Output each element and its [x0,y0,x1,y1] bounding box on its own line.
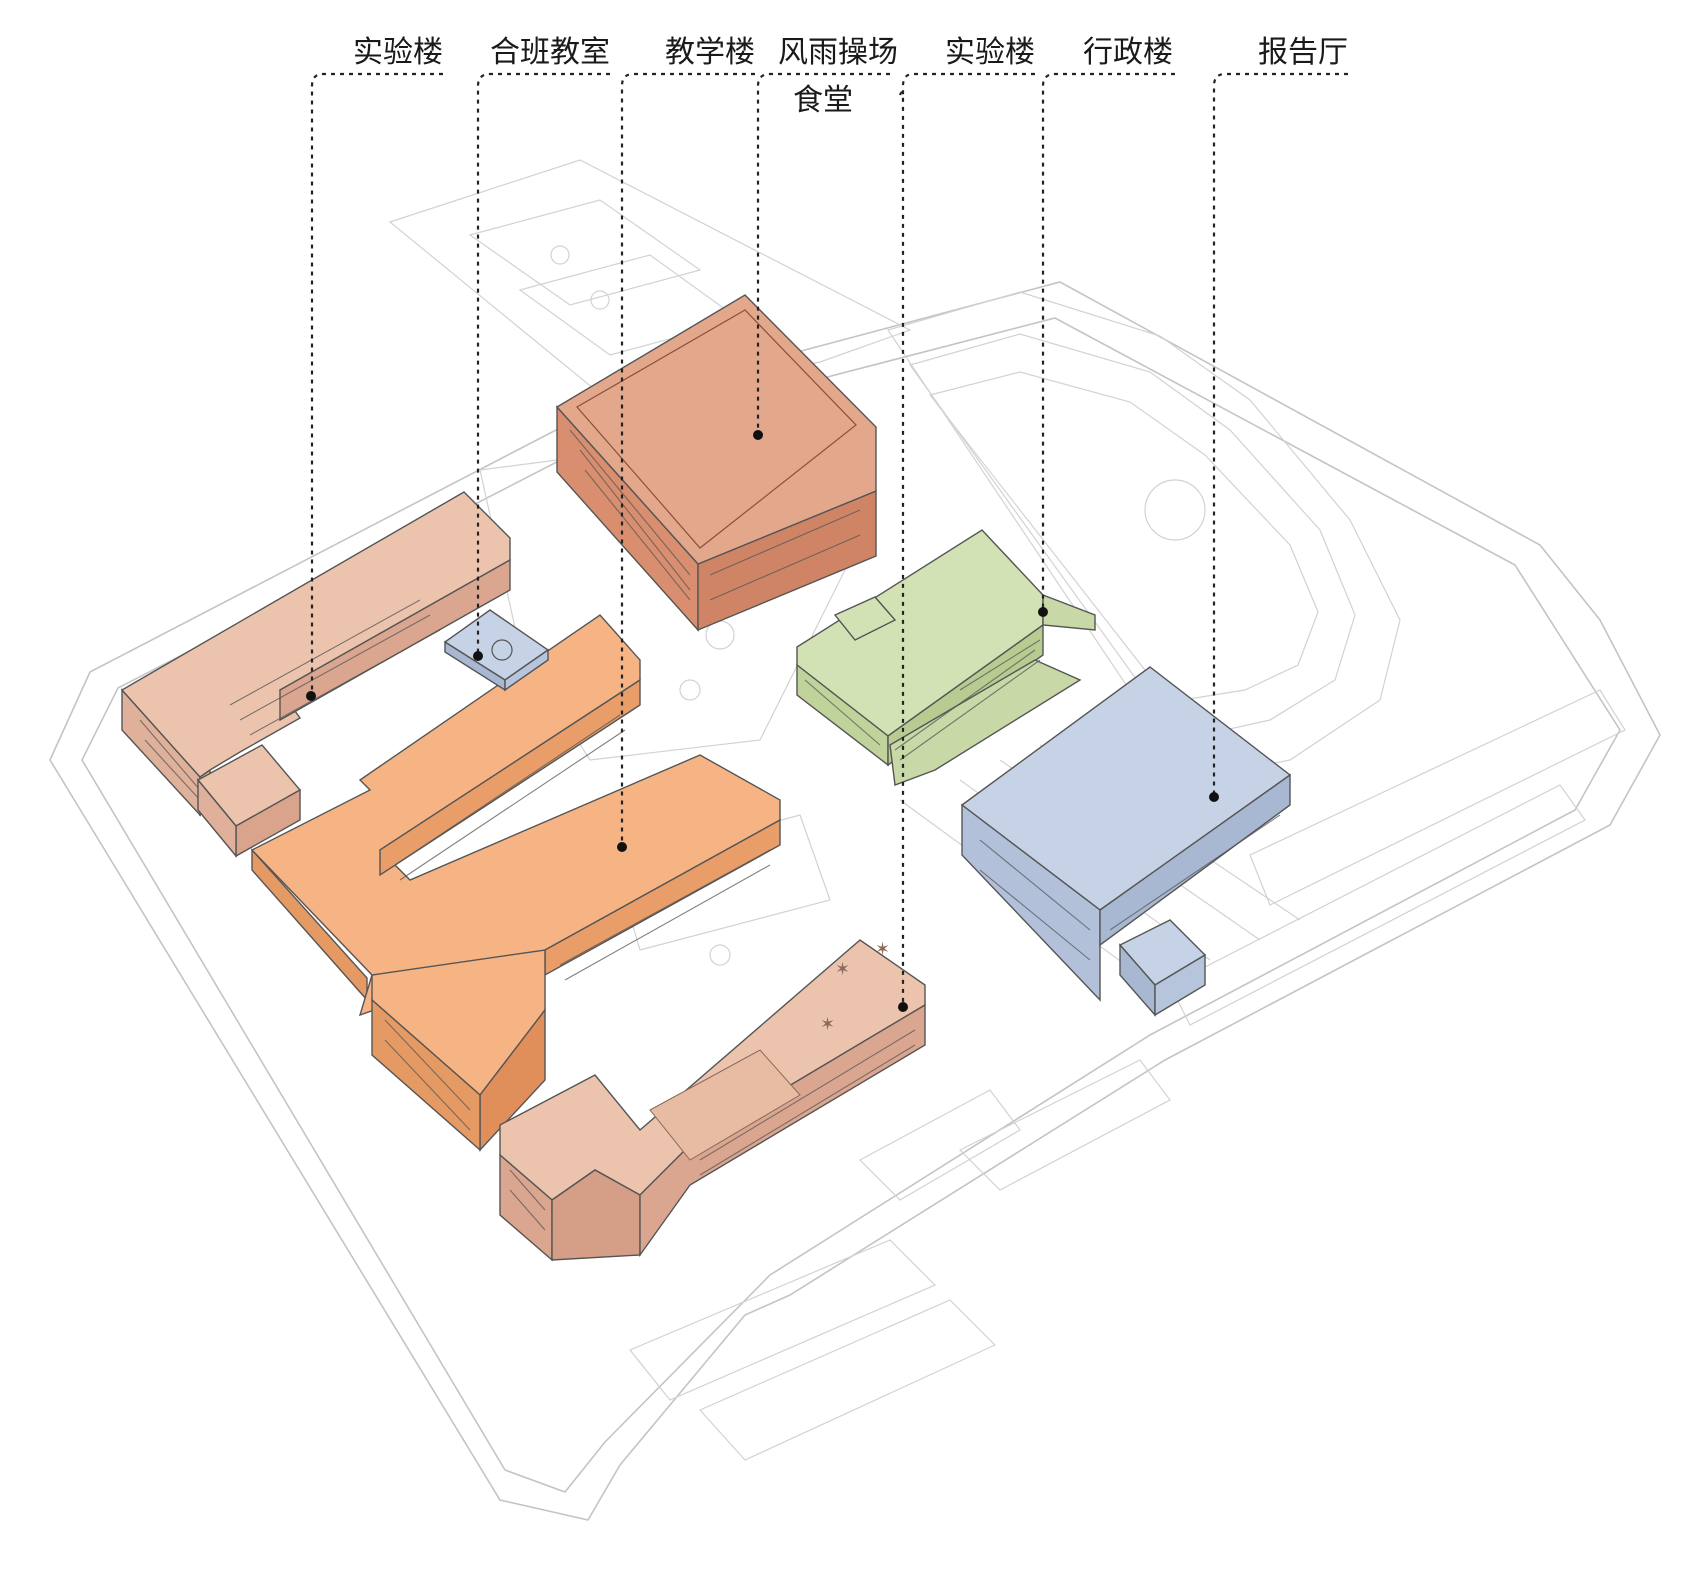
svg-text:✶: ✶ [835,959,850,980]
label-teaching: 教学楼 [665,35,755,70]
leader-dots [306,430,1219,1012]
label-auditorium: 报告厅 [1258,35,1348,70]
label-combined-classroom: 合班教室 [490,35,610,70]
dot-canteen [753,430,763,440]
teaching-building [250,614,781,1152]
labels: 实验楼 合班教室 教学楼 风雨操场 食堂 实验楼 行政楼 报告厅 [353,35,1348,118]
label-lab-right: 实验楼 [945,35,1035,70]
leader-combined-classroom [476,72,610,655]
buildings: ✶ ✶ ✶ [120,294,1292,1262]
dot-teaching [617,842,627,852]
leader-canteen [756,72,890,433]
svg-text:✶: ✶ [820,1014,835,1035]
admin-building [796,529,1096,786]
leader-lab-lower [898,91,905,1005]
dot-lab-lower [898,1002,908,1012]
dot-lab-left [306,691,316,701]
dot-admin [1038,607,1048,617]
svg-text:✶: ✶ [875,939,890,960]
canteen-covered-field-building [555,294,877,632]
label-admin: 行政楼 [1083,35,1173,70]
leader-lab-right [901,72,1035,95]
leader-admin [1041,72,1175,610]
leader-lines [310,72,1348,1005]
leader-lab-left [310,72,443,695]
lab-building-right-lower: ✶ ✶ ✶ [499,939,926,1262]
auditorium-building [960,666,1292,1017]
dot-auditorium [1209,792,1219,802]
label-covered-field: 风雨操场 [778,35,898,70]
label-canteen: 食堂 [793,83,853,118]
label-lab-left: 实验楼 [353,35,443,70]
dot-combined-classroom [473,651,483,661]
combined-classroom-building [443,609,550,692]
lab-building-left [120,491,511,858]
